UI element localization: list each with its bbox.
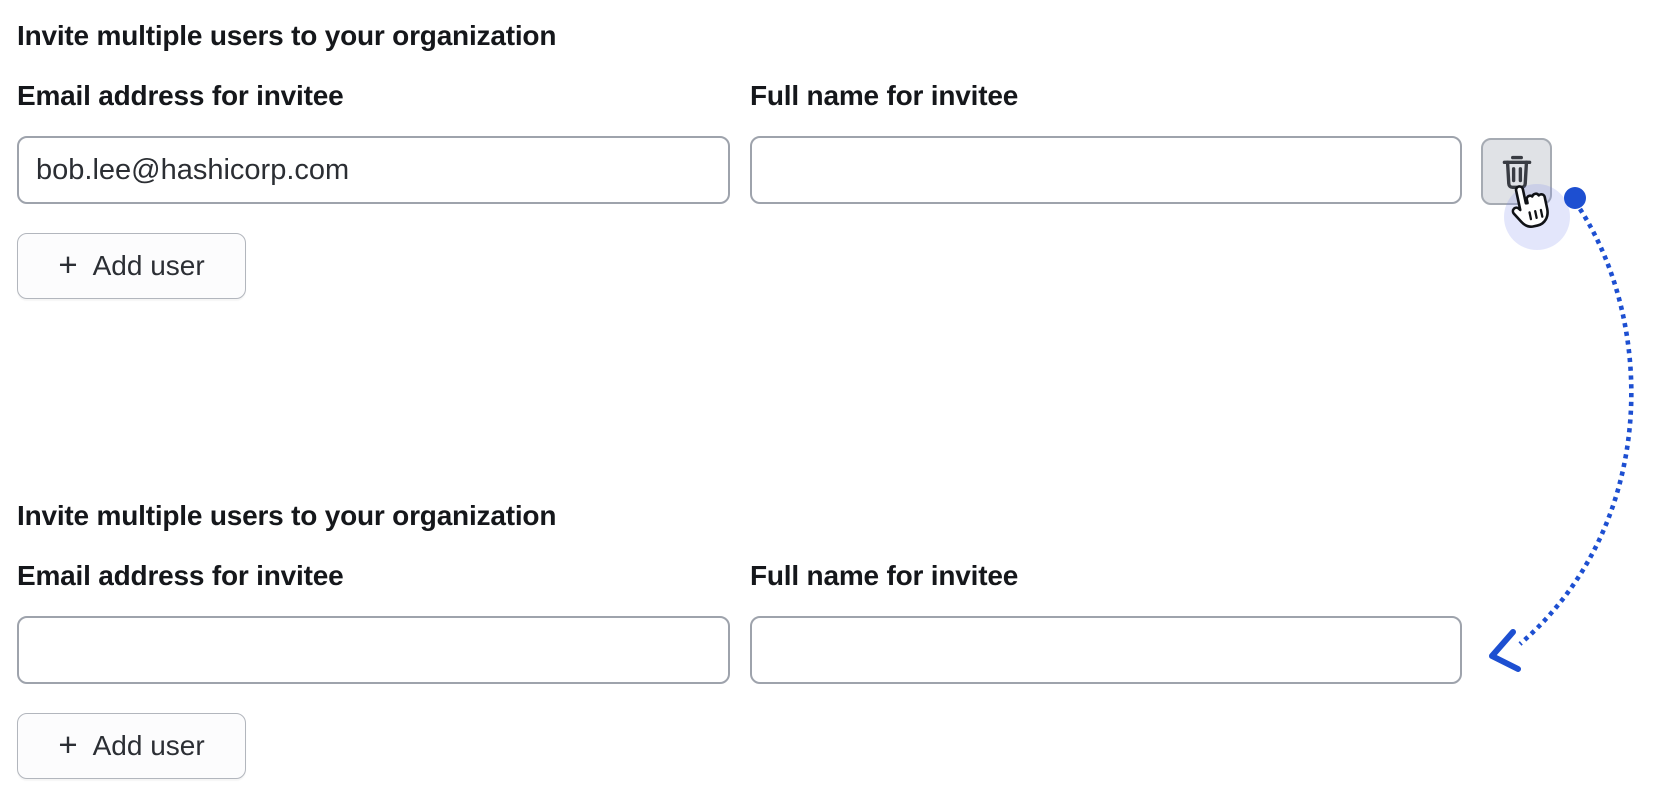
full-name-label: Full name for invitee: [750, 80, 1019, 111]
plus-icon: +: [58, 726, 78, 763]
email-field[interactable]: [17, 136, 730, 204]
invite-form-2: Invite multiple users to your organizati…: [0, 500, 1672, 780]
add-user-label: Add user: [92, 730, 205, 761]
full-name-field[interactable]: [750, 136, 1462, 204]
delete-row-button[interactable]: [1481, 138, 1552, 205]
full-name-field[interactable]: [750, 616, 1462, 684]
email-field[interactable]: [17, 616, 730, 684]
email-label: Email address for invitee: [17, 80, 344, 111]
add-user-label: Add user: [92, 250, 205, 281]
full-name-label: Full name for invitee: [750, 560, 1019, 591]
page-title: Invite multiple users to your organizati…: [17, 20, 557, 51]
email-label: Email address for invitee: [17, 560, 344, 591]
trash-icon: [1502, 155, 1531, 189]
add-user-button[interactable]: + Add user: [17, 233, 246, 299]
invite-form-1: Invite multiple users to your organizati…: [0, 20, 1672, 300]
add-user-button[interactable]: + Add user: [17, 713, 246, 779]
page-title: Invite multiple users to your organizati…: [17, 500, 557, 531]
plus-icon: +: [58, 246, 78, 283]
